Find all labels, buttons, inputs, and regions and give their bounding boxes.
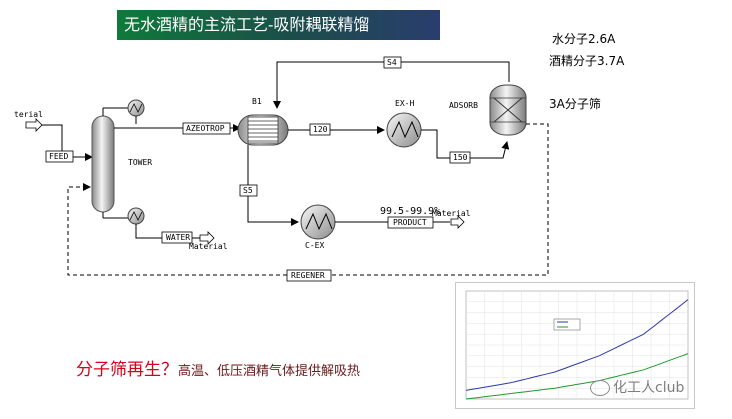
s4-label: S4 [387, 58, 397, 67]
b1-label: B1 [252, 97, 262, 106]
ex-h-heater-icon [386, 112, 422, 148]
product-tag [387, 216, 434, 229]
chart-series-line-1 [465, 299, 689, 391]
regener-tag [286, 269, 332, 282]
s5-tag [239, 184, 258, 197]
regeneration-caption: 分子筛再生？高温、低压酒精气体提供解吸热 [76, 355, 360, 380]
chart-series-line-2 [465, 353, 689, 400]
tower-column [91, 115, 115, 213]
stream-120-label: 120 [313, 125, 328, 134]
product-outlet-arrow [450, 215, 465, 229]
feed-stream-tag [45, 150, 74, 163]
c-ex-label: C-EX [305, 241, 324, 250]
water-outlet-label: Material [189, 242, 228, 251]
page-title: 无水酒精的主流工艺-吸附耦联精馏 [117, 10, 440, 40]
s4-tag [383, 56, 402, 69]
chart-legend [553, 318, 581, 331]
feed-stream-label: FEED [49, 152, 68, 161]
stream-150-line [421, 129, 510, 159]
water-stream-label: WATER [166, 233, 190, 242]
inset-chart-svg [465, 290, 689, 400]
c-ex-cooler-icon [300, 204, 336, 240]
regener-loop-line [67, 123, 549, 276]
purity-label: 99.5-99.9% [380, 206, 440, 217]
b1-exchanger [237, 114, 289, 146]
azeotrop-tag [182, 122, 231, 135]
regeneration-question: 分子筛再生？ [76, 360, 178, 380]
watermark: 化工人club [590, 377, 684, 397]
regener-label: REGENER [291, 271, 325, 280]
product-outlet-label: Material [432, 209, 471, 218]
watermark-text: 化工人club [613, 380, 685, 396]
adsorb-label: ADSORB [449, 101, 478, 110]
stream-120-tag [309, 123, 331, 136]
water-molecule-note: 水分子2.6A [552, 32, 616, 46]
molecular-sieve-note: 3A分子筛 [549, 97, 601, 111]
wechat-icon [590, 380, 610, 396]
tower-label: TOWER [128, 158, 152, 167]
adsorber-vessel [489, 84, 527, 136]
product-label: PRODUCT [393, 218, 427, 227]
s5-line [247, 145, 299, 226]
s5-label: S5 [243, 186, 253, 195]
regeneration-detail: 高温、低压酒精气体提供解吸热 [178, 364, 361, 379]
stream-150-label: 150 [453, 153, 468, 162]
inset-chart [455, 282, 695, 409]
stream-150-tag [449, 151, 471, 164]
feed-inlet: terial [14, 110, 43, 132]
feed-stream-line [42, 124, 93, 161]
ex-h-label: EX-H [395, 99, 414, 108]
feed-inlet-label: terial [14, 110, 43, 119]
azeotrop-label: AZEOTROP [186, 124, 225, 133]
water-outlet-arrow [199, 231, 215, 245]
ethanol-molecule-note: 酒精分子3.7A [549, 54, 625, 68]
